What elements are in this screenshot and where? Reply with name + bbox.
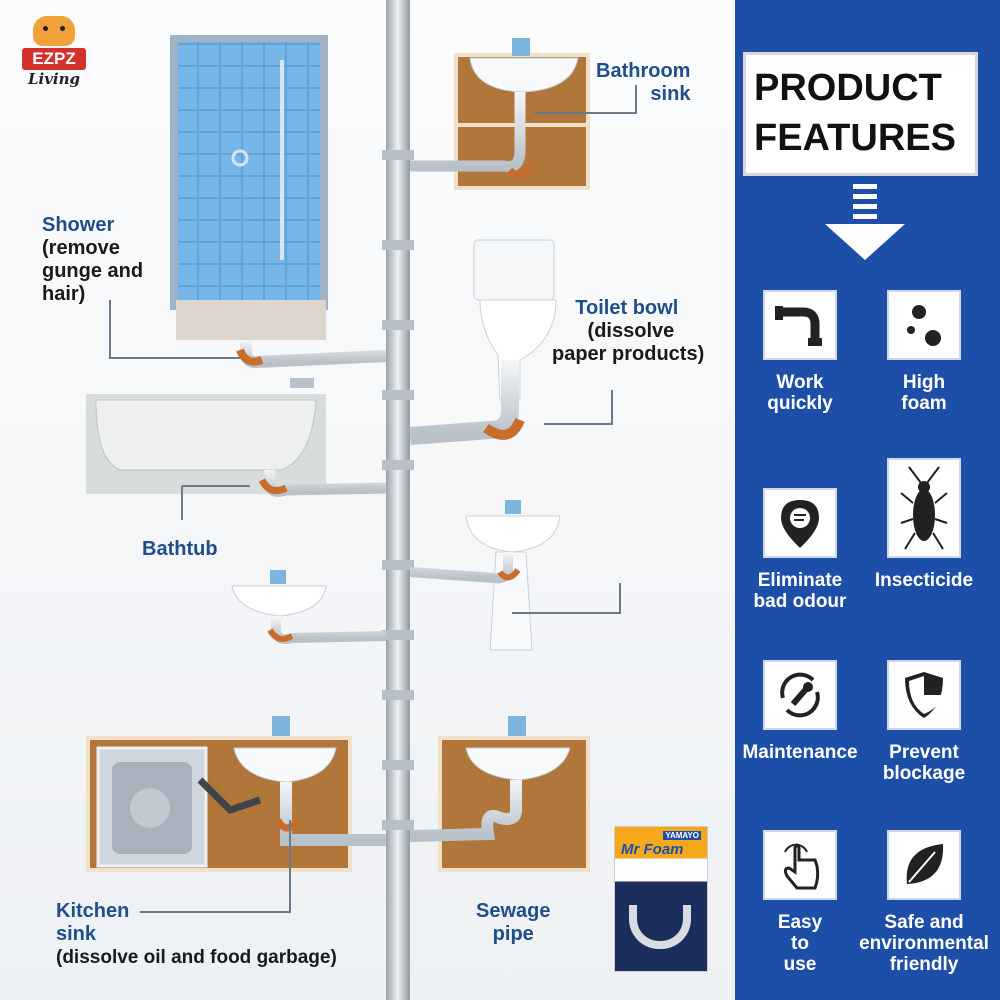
cat-logo-icon (33, 16, 75, 46)
features-title-line-1: PRODUCT (754, 67, 942, 109)
main-vertical-pipe (386, 0, 410, 1000)
label-toilet-bowl: Toilet bowl (dissolve paper products) (552, 297, 705, 365)
toilet-illustration (409, 239, 557, 445)
feature-maintenance: Maintenance (735, 660, 865, 763)
leader-lines (109, 85, 637, 913)
cockroach-icon (887, 458, 961, 558)
bathroom-sink-illustration (410, 38, 590, 190)
pedestal-sink-illustration (409, 500, 561, 651)
bathtub-illustration (86, 378, 387, 497)
sewage-cabinet-illustration (409, 716, 590, 872)
brand-logo: EZPZ Living (22, 16, 86, 96)
feature-insecticide: Insecticide (859, 458, 989, 591)
shower-illustration (170, 35, 387, 369)
plumbing-illustration (86, 0, 637, 1000)
pipe-icon (763, 290, 837, 360)
pipe-clamps (382, 150, 414, 830)
label-bathtub: Bathtub (142, 538, 218, 560)
label-bathroom-sink: Bathroom sink (596, 60, 691, 105)
product-maker: YAMAYO (663, 831, 701, 840)
odour-pin-icon (763, 488, 837, 558)
features-title-box: PRODUCT FEATURES (743, 52, 978, 176)
features-title-line-2: FEATURES (754, 117, 956, 159)
leaf-icon (887, 830, 961, 900)
shield-icon (887, 660, 961, 730)
label-sewage-pipe: Sewage pipe (476, 900, 551, 945)
product-name: Mr Foam (621, 841, 684, 858)
label-kitchen-sink: Kitchen sink (dissolve oil and food garb… (56, 900, 337, 968)
down-arrow-icon (825, 184, 905, 260)
brand-tagline: Living (27, 70, 81, 88)
brand-name: EZPZ (22, 48, 86, 70)
kitchen-sink-illustration (86, 716, 386, 872)
bubbles-icon (887, 290, 961, 360)
product-package: YAMAYO Mr Foam (614, 826, 708, 972)
hand-pointer-icon (763, 830, 837, 900)
wall-sink-illustration (231, 570, 387, 645)
wrench-cycle-icon (763, 660, 837, 730)
product-pipe-graphic (629, 905, 691, 949)
plumbing-diagram: EZPZ Living Bathroom sink Shower (remove… (0, 0, 735, 1000)
label-shower: Shower (remove gunge and hair) (42, 214, 144, 305)
